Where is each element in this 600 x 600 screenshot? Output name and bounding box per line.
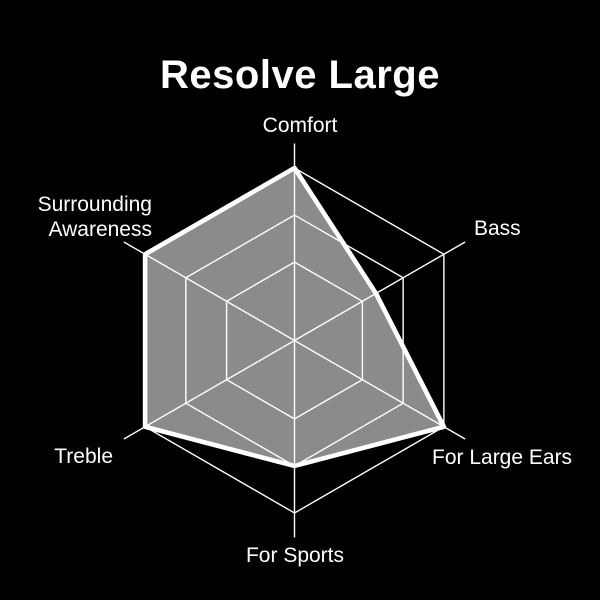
axis-label-treble: Treble <box>54 445 113 468</box>
axis-label-bass: Bass <box>474 217 521 240</box>
radar-data-polygon-outline <box>142 165 447 469</box>
radar-axis-bass <box>294 241 466 342</box>
axis-label-comfort: Comfort <box>262 114 338 137</box>
axis-label-for-sports: For Sports <box>245 544 345 567</box>
radar-axis-surrounding-awareness <box>123 241 295 342</box>
axis-label-surrounding-awareness: Surrounding Awareness <box>37 193 152 241</box>
axis-label-for-large-ears: For Large Ears <box>432 446 573 469</box>
radar-axis-for-large-ears <box>294 339 466 440</box>
chart-title: Resolve Large <box>160 53 440 97</box>
radar-axis-treble <box>123 339 295 440</box>
